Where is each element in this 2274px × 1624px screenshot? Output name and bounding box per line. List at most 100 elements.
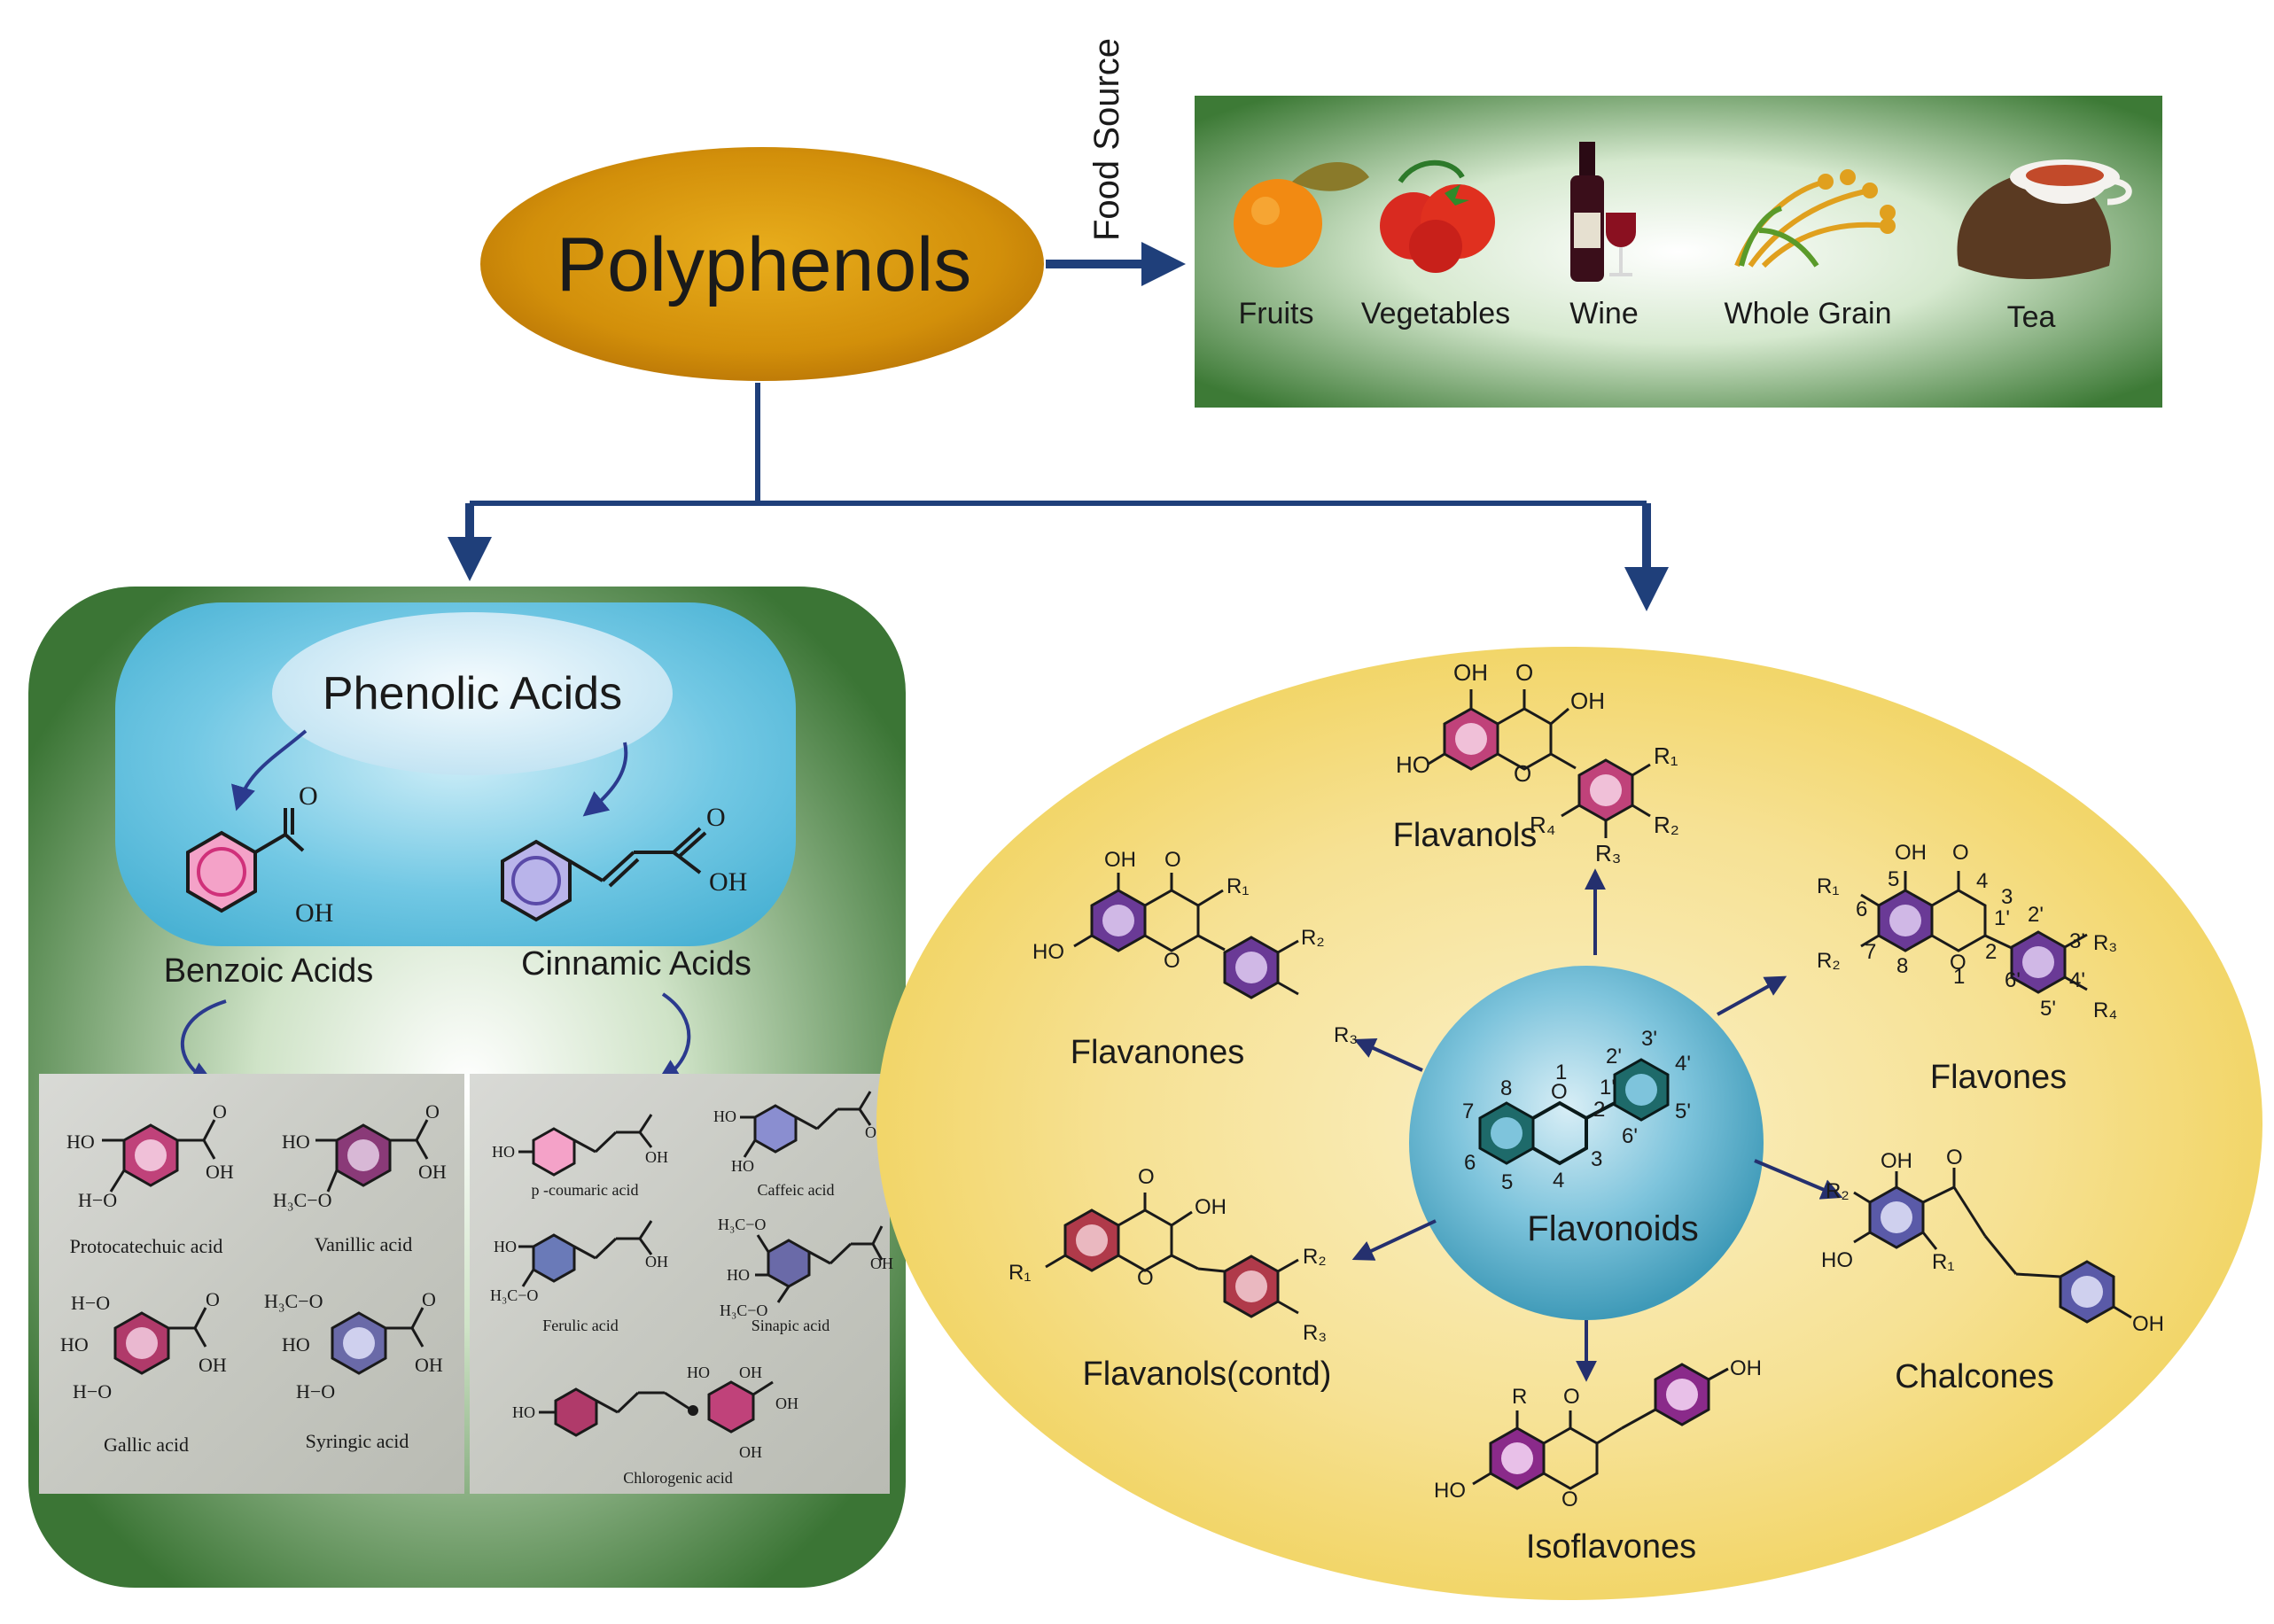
caffeic-sub-1: HO [731, 1157, 754, 1175]
flavanols-atoms: OH O OH HO O R₁ R₂ R₃ R₄ [1396, 659, 1679, 866]
core-n2: 2 [1593, 1098, 1605, 1122]
gallic-sub-1: HO [60, 1333, 89, 1356]
flavanols-contd-oh: OH [1195, 1195, 1227, 1219]
protocatechuic-name: Protocatechuic acid [70, 1235, 223, 1257]
syringic-oh: OH [415, 1354, 443, 1376]
gallic-o: O [206, 1288, 220, 1310]
flavanols-contd-atoms: O OH R₁ O R₂ R₃ [1009, 1165, 1327, 1345]
flavanols-contd-o: O [1138, 1165, 1155, 1189]
vanillic-structure: HO H₃C−O OH O [273, 1100, 447, 1211]
flavones-o: O [1952, 841, 1969, 865]
vanillic-sub-1: H₃C−O [273, 1189, 332, 1211]
protocatechuic-sub-0: HO [66, 1131, 95, 1153]
syringic-structure: H₃C−O HO H−O OH O [264, 1288, 443, 1403]
gallic-structure: H−O HO H−O OH O [60, 1288, 227, 1403]
polyphenols-label: Polyphenols [557, 222, 972, 307]
ferulic-sub-1: H₃C−O [490, 1286, 538, 1304]
cinnamic-to-examples-arrow [656, 992, 691, 1084]
ferulic-oh: OH [645, 1253, 668, 1270]
flavones-label: Flavones [1930, 1059, 2067, 1096]
sinapic-sub-1: HO [727, 1266, 750, 1284]
branch-connector [448, 383, 1669, 611]
syringic-name: Syringic acid [306, 1430, 409, 1452]
flavones-p1: 1' [1994, 906, 2010, 930]
flavanones-label: Flavanones [1071, 1034, 1244, 1071]
chlorogenic-oh: OH [775, 1395, 798, 1412]
vanillic-sub-0: HO [282, 1131, 310, 1153]
chlorogenic-sub-3: OH [739, 1443, 762, 1461]
cinnamic-acid-structure: O OH [501, 803, 747, 922]
orange-icon [1234, 161, 1369, 268]
cinnamic-oh-label: OH [709, 867, 747, 897]
flavones-p3: 3' [2069, 929, 2085, 953]
benzoic-acid-structure: O OH [186, 781, 333, 928]
protocatechuic-oh: OH [206, 1161, 234, 1183]
flavanones-r3: R₃ [1334, 1023, 1358, 1047]
chlorogenic-sub-0: HO [512, 1403, 535, 1421]
core-p4: 4' [1675, 1052, 1691, 1076]
core-n3: 3 [1591, 1147, 1602, 1171]
tomato-icon [1380, 159, 1495, 273]
flavones-r2: R₂ [1817, 949, 1841, 973]
chalcones-ho: HO [1821, 1248, 1853, 1272]
coumaric-structure: HO OH [492, 1114, 668, 1177]
core-o: O [1551, 1080, 1568, 1104]
isoflavones-atoms: R O OH HO O [1434, 1356, 1762, 1511]
chalcones-structure [1853, 1168, 2132, 1324]
core-p2: 2' [1606, 1045, 1622, 1068]
chalcones-oh-right: OH [2132, 1312, 2164, 1336]
flavanols-oh-right: OH [1570, 688, 1605, 714]
flavones-r3: R₃ [2093, 931, 2117, 955]
phenolic-acids-label: Phenolic Acids [323, 668, 622, 719]
sinapic-sub-2: H₃C−O [720, 1302, 767, 1319]
flavanols-r3: R₃ [1595, 840, 1621, 866]
chlorogenic-structure: HO HO OH OH OH [512, 1364, 798, 1461]
flavanones-o: O [1164, 848, 1181, 872]
chalcones-r2: R₂ [1826, 1179, 1850, 1203]
flavanones-r2: R₂ [1301, 926, 1325, 950]
flavonoids-label: Flavonoids [1527, 1209, 1698, 1248]
flavanols-contd-o-ring: O [1137, 1266, 1154, 1290]
core-n7: 7 [1462, 1100, 1474, 1123]
core-n1: 1 [1555, 1061, 1567, 1084]
flavones-n2: 2 [1985, 940, 1997, 964]
cinnamic-o-label: O [706, 803, 726, 832]
flavanols-contd-structure [1045, 1193, 1299, 1318]
flavones-n1: 1 [1953, 965, 1965, 989]
chlorogenic-name: Chlorogenic acid [623, 1469, 732, 1487]
flavones-n3: 3 [2001, 885, 2013, 909]
gallic-sub-2: H−O [73, 1380, 112, 1403]
flavanols-r4: R₄ [1530, 812, 1555, 838]
polyphenols-node [480, 147, 1044, 381]
flavanones-structure [1073, 873, 1299, 999]
flavonoid-core-numbers: 8 7 6 5 O 1 2 3 4 1' 2' 3' 4' 5' 6' [1462, 1027, 1691, 1194]
flavanones-o-ring: O [1164, 949, 1180, 973]
teacup-icon [1957, 159, 2132, 279]
coumaric-oh: OH [645, 1148, 668, 1166]
flavones-n7: 7 [1865, 940, 1876, 964]
vanillic-oh: OH [418, 1161, 447, 1183]
flavones-oh: OH [1895, 841, 1927, 865]
flavones-n5: 5 [1888, 867, 1899, 891]
flavones-p5: 5' [2040, 997, 2056, 1021]
ferulic-name: Ferulic acid [542, 1317, 618, 1334]
flavanols-contd-r2: R₂ [1303, 1245, 1327, 1269]
grain-icon [1734, 169, 1896, 268]
isoflavones-o: O [1563, 1385, 1580, 1409]
protocatechuic-o: O [213, 1100, 227, 1123]
gallic-oh: OH [199, 1354, 227, 1376]
food-label-tea: Tea [2007, 300, 2056, 334]
flavones-r1: R₁ [1817, 874, 1839, 898]
caffeic-sub-0: HO [713, 1107, 736, 1125]
core-p5: 5' [1675, 1100, 1691, 1123]
caffeic-structure: HO HO OH [713, 1091, 888, 1175]
chlorogenic-sub-2: OH [739, 1364, 762, 1381]
protocatechuic-sub-1: H−O [78, 1189, 117, 1211]
food-label-vegetables: Vegetables [1361, 297, 1510, 330]
flavanones-atoms: OH O R₁ HO O R₂ R₃ [1032, 848, 1358, 1047]
flavanols-contd-r1: R₁ [1009, 1261, 1031, 1285]
chalcones-o: O [1946, 1146, 1963, 1169]
core-n8: 8 [1500, 1076, 1512, 1100]
benzoic-examples-panel [39, 1074, 464, 1494]
